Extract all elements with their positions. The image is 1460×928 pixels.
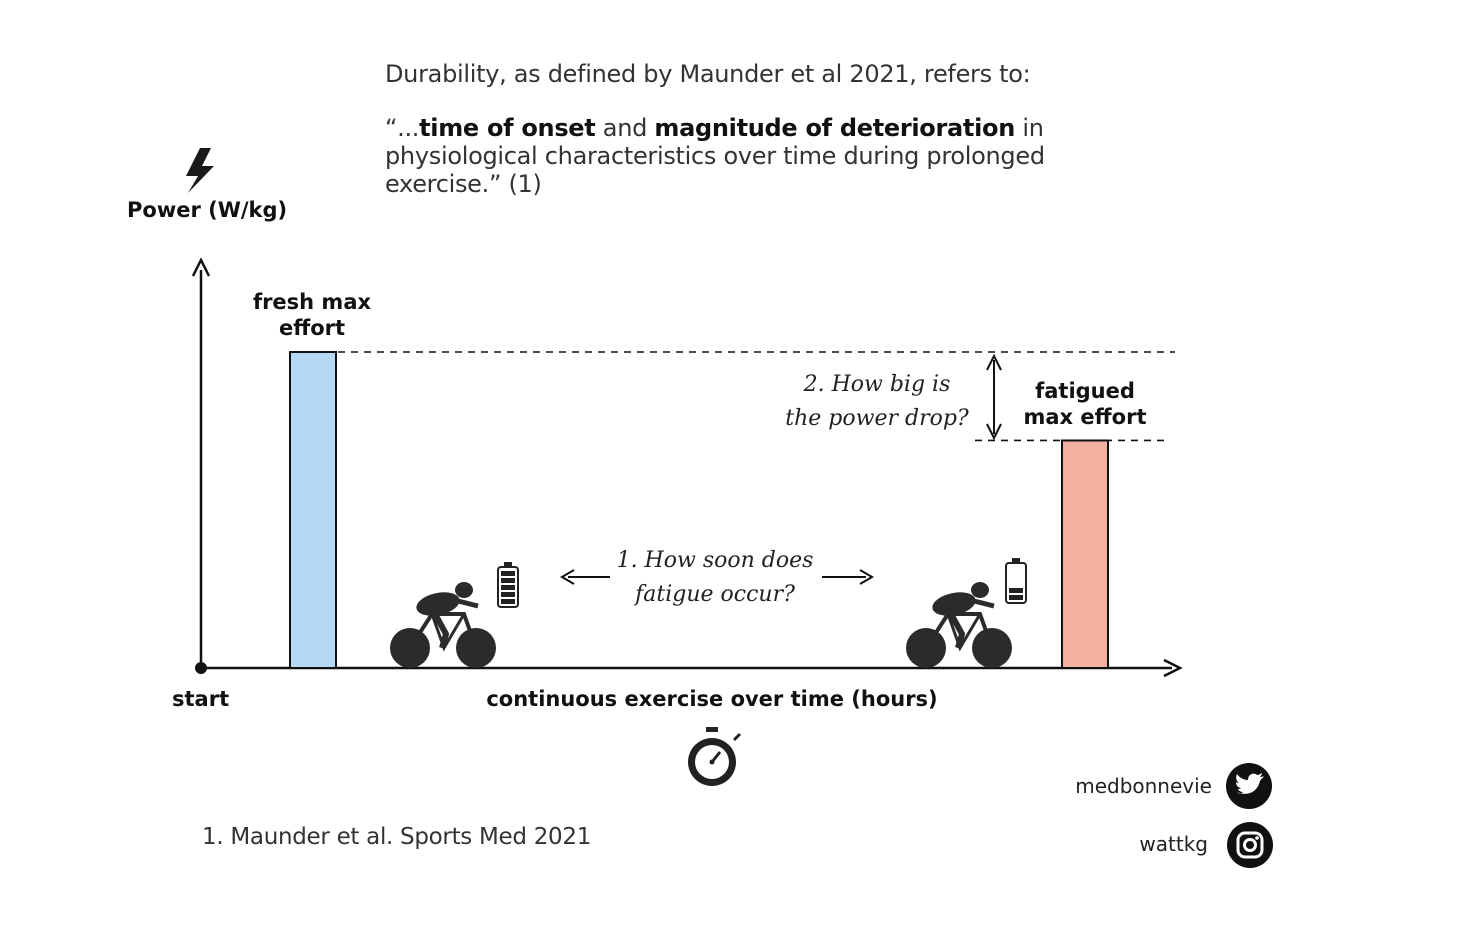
twitter-icon[interactable]	[1226, 763, 1272, 809]
cyclist-icon	[390, 582, 496, 668]
battery-full-icon	[497, 562, 519, 608]
x-axis-label: continuous exercise over time (hours)	[486, 687, 938, 711]
power-drop-arrowhead-up	[986, 353, 1002, 371]
y-axis-label: Power (W/kg)	[127, 198, 288, 222]
onset-arrowhead-right	[859, 569, 874, 585]
quote-rest: in physiological characteristics over ti…	[385, 114, 1045, 198]
fatigued-max-effort-label: fatigued max effort	[1005, 378, 1165, 430]
power-drop-question: 2. How big is the power drop?	[772, 368, 982, 436]
quote-bold-magnitude: magnitude of deterioration	[654, 114, 1016, 142]
fatigued-label-line-2: max effort	[1023, 405, 1147, 429]
drop-line-2: the power drop?	[785, 406, 969, 431]
onset-arrowhead-left	[560, 569, 575, 585]
lightning-icon	[186, 148, 214, 193]
twitter-handle[interactable]: medbonnevie	[1075, 774, 1212, 798]
fresh-label-line-2: effort	[278, 316, 346, 340]
bar-fatigued-max-effort	[1061, 439, 1109, 670]
stopwatch-icon	[688, 727, 742, 786]
quote-bold-onset: time of onset	[419, 114, 596, 142]
definition-quote: “...time of onset and magnitude of deter…	[385, 114, 1165, 198]
reference-citation: 1. Maunder et al. Sports Med 2021	[202, 824, 592, 850]
cyclist-icon	[906, 582, 1012, 668]
x-axis-arrowhead	[1163, 658, 1183, 678]
intro-text: Durability, as defined by Maunder et al …	[385, 60, 1031, 88]
fresh-max-effort-label: fresh max effort	[232, 289, 392, 341]
fresh-label-line-1: fresh max	[252, 290, 372, 314]
power-drop-arrowhead-down	[986, 423, 1002, 441]
y-axis-arrowhead	[191, 257, 211, 277]
onset-question: 1. How soon does fatigue occur?	[600, 544, 830, 612]
instagram-icon[interactable]	[1227, 822, 1273, 868]
onset-line-1: 1. How soon does	[616, 548, 814, 573]
drop-line-1: 2. How big is	[803, 372, 951, 397]
bar-fresh-max-effort	[289, 351, 337, 669]
battery-low-icon	[1005, 558, 1027, 604]
onset-line-2: fatigue occur?	[635, 582, 795, 607]
origin-dot	[195, 662, 207, 674]
instagram-handle[interactable]: wattkg	[1139, 832, 1208, 856]
quote-mid: and	[595, 114, 655, 142]
fatigued-label-line-1: fatigued	[1035, 379, 1135, 403]
quote-open: “...	[385, 114, 420, 142]
origin-label: start	[172, 687, 230, 711]
